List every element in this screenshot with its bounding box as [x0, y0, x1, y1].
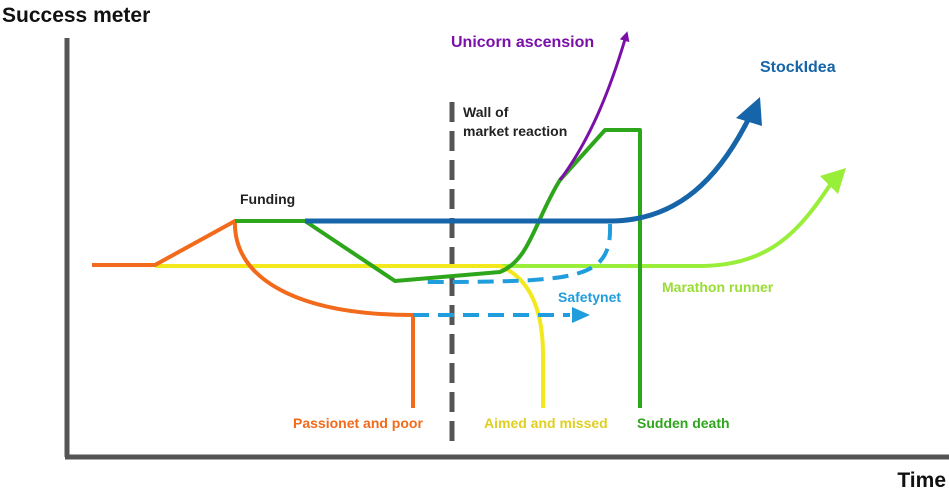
stockidea-arrowhead [736, 97, 762, 126]
funding-label: Funding [240, 191, 295, 207]
aimed-line [155, 264, 545, 408]
unicorn-label: Unicorn ascension [451, 34, 594, 51]
passionet-label: Passionet and poor [293, 415, 423, 431]
aimed-label: Aimed and missed [484, 415, 608, 431]
stockidea-label: StockIdea [760, 59, 836, 76]
sudden-label: Sudden death [637, 415, 730, 431]
marathon-line [450, 183, 832, 268]
safetynet-label: Safetynet [558, 289, 621, 305]
safetynet-arrowhead [572, 307, 590, 323]
wall-label-line2: market reaction [463, 123, 567, 139]
stockidea-line [305, 118, 751, 224]
unicorn-line [558, 31, 630, 181]
wall-label-line1: Wall of [463, 104, 509, 120]
y-axis-label: Success meter [2, 4, 150, 27]
passionet-line [92, 219, 415, 408]
sudden-line [235, 128, 642, 408]
marathon-label: Marathon runner [662, 279, 774, 295]
marathon-arrowhead [820, 168, 846, 194]
x-axis-label: Time [897, 469, 946, 492]
